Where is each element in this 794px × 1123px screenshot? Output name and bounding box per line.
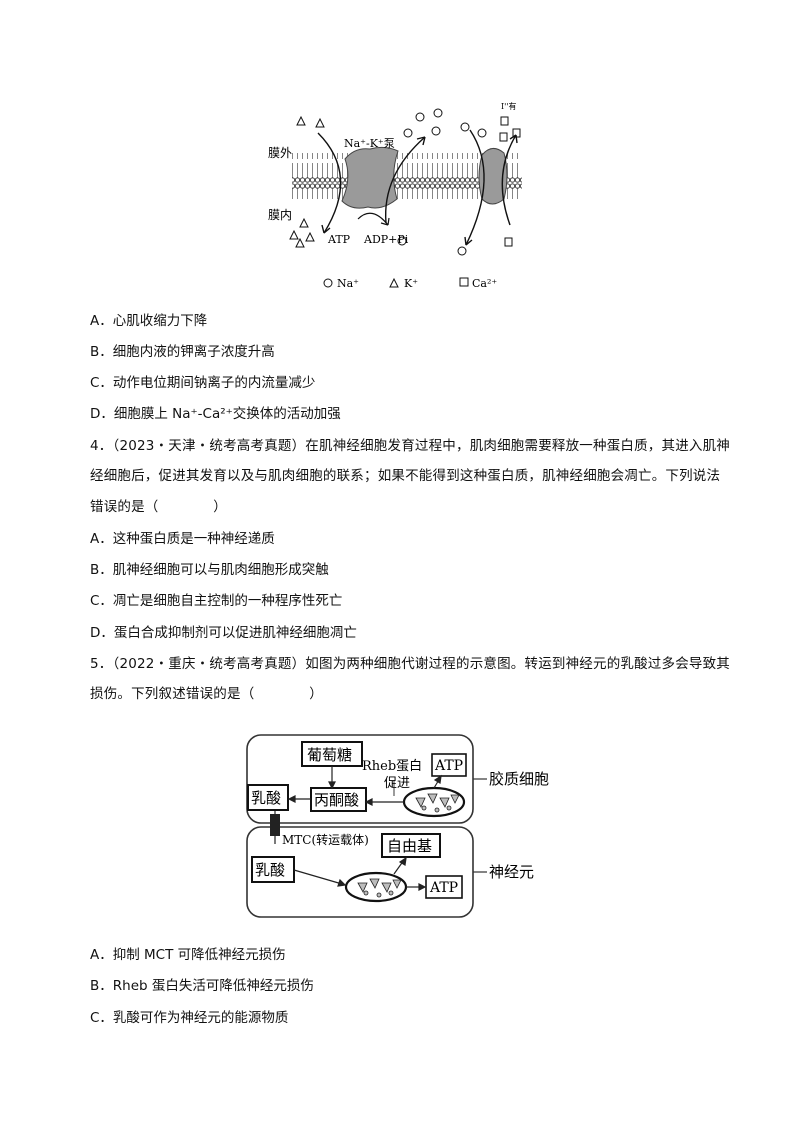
q4-stem-line-1: 4．（2023・天津・统考高考真题）在肌神经细胞发育过程中，肌肉细胞需要释放一种… [90, 438, 730, 454]
lactate-bottom-label: 乳酸 [255, 861, 285, 879]
lactate-top-box [247, 784, 289, 811]
glia-label: 胶质细胞 [489, 770, 549, 788]
cell-metabolism-diagram: 葡萄糖 Rheb蛋白 ATP 促进 乳酸 丙酮酸 胶质细胞 MTC(转运载体) … [246, 734, 549, 918]
outside-label: 膜外 [268, 146, 292, 160]
na-in-arrow [465, 129, 485, 246]
q3-option-d: D．细胞膜上 Na⁺-Ca²⁺交换体的活动加强 [90, 406, 341, 422]
legend-na-symbol [323, 278, 333, 288]
membrane-transport-diagram: 膜外 膜内 Na⁺-K⁺泵 ATP ADP+Pi I''有 Na⁺ K⁺ Ca²… [268, 101, 522, 290]
atp-adp-arrow [357, 212, 389, 226]
pyruvate-label: 丙酮酸 [314, 791, 359, 809]
promote-label: 促进 [384, 776, 410, 791]
atp-top-box [431, 753, 467, 777]
corner-text: I''有 [501, 101, 517, 111]
neuron-arrows [293, 856, 427, 891]
na-k-pump-protein [341, 146, 399, 209]
q4-option-c: C．凋亡是细胞自主控制的一种程序性死亡 [90, 593, 343, 609]
lactate-top-label: 乳酸 [251, 789, 281, 807]
ca-ion-markers [499, 116, 521, 247]
pump-label: Na⁺-K⁺泵 [344, 137, 395, 150]
atp-bottom-label: ATP [429, 880, 458, 896]
q5-option-c: C．乳酸可作为神经元的能源物质 [90, 1010, 289, 1026]
ca-out-arrow [501, 134, 517, 226]
free-radical-box [381, 833, 441, 858]
glucose-box [301, 741, 363, 767]
na-out-arrow [384, 136, 426, 224]
neuron-label: 神经元 [489, 863, 534, 881]
legend-k-symbol [389, 277, 399, 288]
na-ion-markers [397, 108, 487, 256]
k-in-arrow [317, 132, 342, 234]
q4-stem-line-2: 经细胞后，促进其发育以及与肌肉细胞的联系；如果不能得到这种蛋白质，肌神经细胞会凋… [90, 468, 721, 484]
atp-label: ATP [327, 233, 351, 246]
q5-stem-line-1: 5．（2022・重庆・统考高考真题）如图为两种细胞代谢过程的示意图。转运到神经元… [90, 656, 730, 672]
q5-stem-line-2: 损伤。下列叙述错误的是（ ） [90, 686, 323, 702]
inside-label: 膜内 [268, 208, 292, 222]
glia-arrows [287, 766, 442, 806]
q5-option-b: B．Rheb 蛋白失活可降低神经元损伤 [90, 978, 314, 994]
lactate-bottom-box [251, 856, 295, 883]
q4-option-b: B．肌神经细胞可以与肌肉细胞形成突触 [90, 562, 329, 578]
k-ion-markers [289, 115, 325, 248]
q4-option-a: A．这种蛋白质是一种神经递质 [90, 531, 275, 547]
q4-stem-line-3: 错误的是（ ） [90, 499, 227, 515]
legend-na: Na⁺ [337, 277, 359, 290]
rheb-label: Rheb蛋白 [362, 758, 422, 774]
legend-ca-symbol [459, 277, 469, 287]
atp-top-label: ATP [434, 758, 463, 774]
legend-ca: Ca²⁺ [472, 277, 497, 290]
mitochondrion-bottom [344, 871, 408, 903]
q3-option-b: B．细胞内液的钾离子浓度升高 [90, 344, 275, 360]
q4-option-d: D．蛋白合成抑制剂可以促进肌神经细胞凋亡 [90, 625, 357, 641]
mct-transporter [270, 811, 280, 844]
mct-label: MTC(转运载体) [282, 832, 369, 847]
mitochondrion-top [402, 786, 466, 818]
q3-option-a: A．心肌收缩力下降 [90, 313, 208, 329]
glucose-label: 葡萄糖 [307, 746, 352, 764]
q3-option-c: C．动作电位期间钠离子的内流量减少 [90, 375, 316, 391]
legend-k: K⁺ [404, 277, 418, 290]
free-radical-label: 自由基 [387, 837, 432, 855]
q5-option-a: A．抑制 MCT 可降低神经元损伤 [90, 947, 286, 963]
adp-label: ADP+Pi [363, 233, 409, 246]
